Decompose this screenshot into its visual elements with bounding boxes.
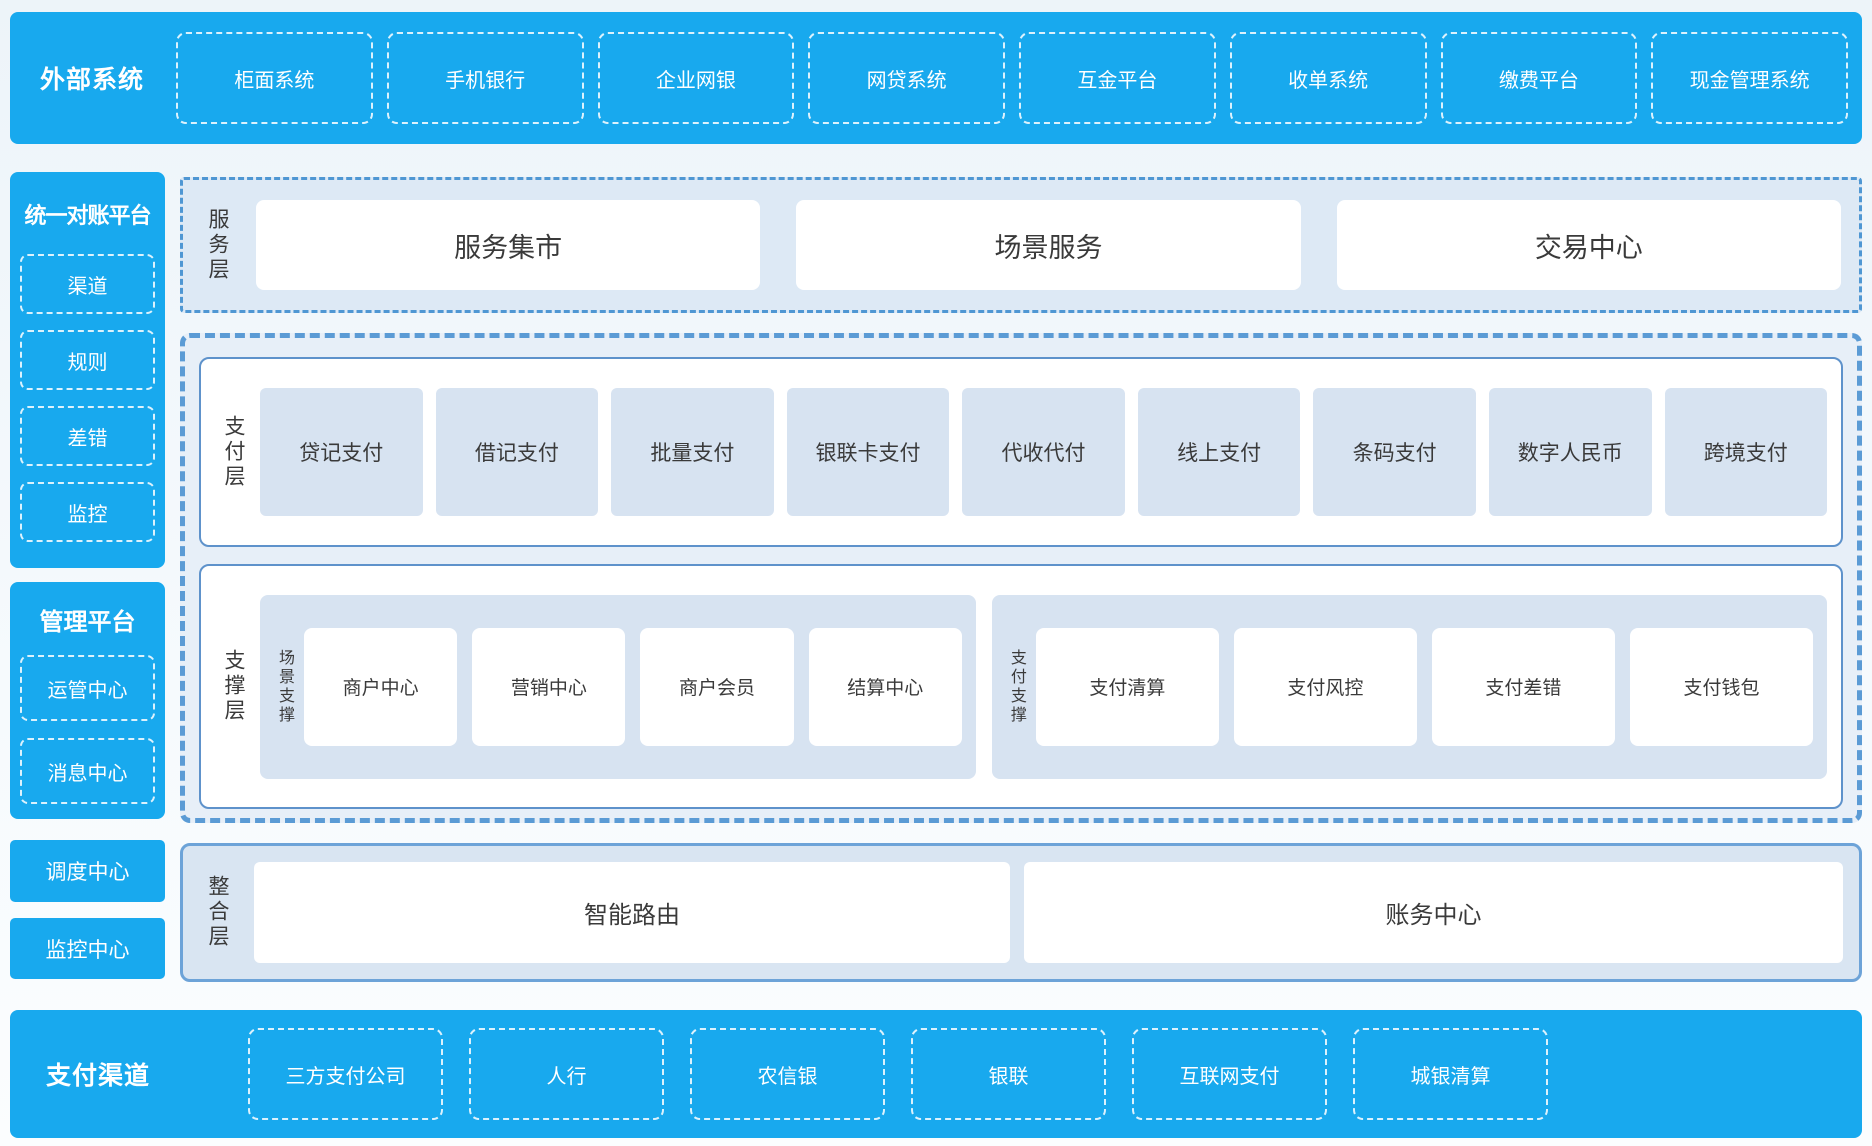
payment-layer: 支付层 贷记支付 借记支付 批量支付 银联卡支付 代收代付 线上支付 条码支付 … bbox=[199, 357, 1843, 547]
sidebar-item-box: 渠道 bbox=[20, 254, 155, 314]
integration-box: 账务中心 bbox=[1024, 862, 1843, 963]
scene-support-group: 场景支撑 商户中心 营销中心 商户会员 结算中心 bbox=[260, 594, 976, 779]
service-layer-items: 服务集市 场景服务 交易中心 bbox=[256, 200, 1841, 290]
support-box: 营销中心 bbox=[472, 627, 626, 746]
external-systems-items: 柜面系统 手机银行 企业网银 网贷系统 互金平台 收单系统 缴费平台 现金管理系… bbox=[176, 32, 1848, 124]
external-system-box: 互金平台 bbox=[1019, 32, 1216, 124]
payment-support-items: 支付清算 支付风控 支付差错 支付钱包 bbox=[1035, 627, 1813, 746]
payment-channel-box: 人行 bbox=[469, 1028, 664, 1120]
scene-support-items: 商户中心 营销中心 商户会员 结算中心 bbox=[304, 627, 962, 746]
service-box: 交易中心 bbox=[1336, 200, 1841, 290]
payment-channels-items: 三方支付公司 人行 农信银 银联 互联网支付 城银清算 bbox=[248, 1028, 1548, 1120]
payment-box: 批量支付 bbox=[611, 388, 774, 516]
reconciliation-platform-title: 统一对账平台 bbox=[24, 203, 151, 228]
management-platform-title: 管理平台 bbox=[39, 609, 136, 636]
payment-channel-box: 农信银 bbox=[690, 1028, 885, 1120]
integration-box: 智能路由 bbox=[254, 862, 1010, 963]
external-system-box: 网贷系统 bbox=[808, 32, 1005, 124]
service-layer-label: 服务层 bbox=[206, 207, 229, 283]
integration-layer-items: 智能路由 账务中心 bbox=[254, 862, 1843, 963]
payment-box: 银联卡支付 bbox=[786, 388, 950, 516]
sidebar-item-box: 消息中心 bbox=[20, 738, 155, 804]
monitor-center-box: 监控中心 bbox=[10, 918, 165, 979]
management-platform-panel: 管理平台 运管中心 消息中心 bbox=[10, 582, 165, 819]
support-box: 商户中心 bbox=[304, 627, 458, 746]
service-box: 服务集市 bbox=[256, 200, 761, 290]
external-systems-title: 外部系统 bbox=[40, 66, 145, 94]
support-layer-groups: 场景支撑 商户中心 营销中心 商户会员 结算中心 支付支撑 支付清算 支付风控 … bbox=[260, 594, 1827, 779]
sidebar-item-box: 运管中心 bbox=[20, 655, 155, 721]
payment-layer-items: 贷记支付 借记支付 批量支付 银联卡支付 代收代付 线上支付 条码支付 数字人民… bbox=[260, 388, 1828, 516]
service-layer: 服务层 服务集市 场景服务 交易中心 bbox=[180, 177, 1862, 313]
payment-channel-box: 城银清算 bbox=[1353, 1028, 1548, 1120]
reconciliation-platform-items: 渠道 规则 差错 监控 bbox=[20, 254, 155, 542]
payment-box: 条码支付 bbox=[1313, 388, 1476, 516]
management-platform-items: 运管中心 消息中心 bbox=[20, 655, 155, 804]
payment-box: 线上支付 bbox=[1137, 388, 1301, 516]
support-layer-label: 支撑层 bbox=[222, 649, 245, 724]
payment-box: 代收代付 bbox=[962, 388, 1125, 516]
support-box: 支付钱包 bbox=[1629, 627, 1813, 746]
external-system-box: 手机银行 bbox=[386, 32, 584, 124]
payment-layer-label: 支付层 bbox=[222, 414, 245, 490]
integration-layer: 整合层 智能路由 账务中心 bbox=[180, 843, 1862, 982]
payment-channels-bar: 支付渠道 三方支付公司 人行 农信银 银联 互联网支付 城银清算 bbox=[10, 1010, 1862, 1138]
external-system-box: 收单系统 bbox=[1229, 32, 1427, 124]
payment-support-label: 支付支撑 bbox=[1007, 648, 1025, 725]
integration-layer-label: 整合层 bbox=[206, 875, 229, 950]
sidebar-item-box: 监控 bbox=[20, 482, 155, 542]
payment-support-subgroup: 支付支撑 支付清算 支付风控 支付差错 支付钱包 bbox=[991, 594, 1827, 779]
support-box: 商户会员 bbox=[640, 627, 794, 746]
external-system-box: 柜面系统 bbox=[176, 32, 373, 124]
payment-channels-title: 支付渠道 bbox=[46, 1062, 151, 1090]
payment-channel-box: 互联网支付 bbox=[1132, 1028, 1327, 1120]
service-box: 场景服务 bbox=[796, 200, 1301, 290]
support-box: 支付风控 bbox=[1233, 627, 1417, 746]
support-layer: 支撑层 场景支撑 商户中心 营销中心 商户会员 结算中心 支付支撑 支付清算 支… bbox=[199, 564, 1843, 809]
sidebar-item-box: 差错 bbox=[20, 406, 155, 466]
support-box: 支付清算 bbox=[1035, 627, 1219, 746]
external-system-box: 缴费平台 bbox=[1440, 32, 1638, 124]
dispatch-center-box: 调度中心 bbox=[10, 840, 165, 902]
payment-box: 贷记支付 bbox=[260, 388, 423, 516]
payment-box: 借记支付 bbox=[435, 388, 599, 516]
payment-box: 数字人民币 bbox=[1488, 388, 1652, 516]
payment-channel-box: 银联 bbox=[911, 1028, 1106, 1120]
reconciliation-platform-panel: 统一对账平台 渠道 规则 差错 监控 bbox=[10, 172, 165, 568]
payment-box: 跨境支付 bbox=[1664, 388, 1828, 516]
external-system-box: 企业网银 bbox=[597, 32, 795, 124]
external-systems-bar: 外部系统 柜面系统 手机银行 企业网银 网贷系统 互金平台 收单系统 缴费平台 … bbox=[10, 12, 1862, 144]
support-box: 结算中心 bbox=[808, 627, 962, 746]
scene-support-label: 场景支撑 bbox=[276, 648, 293, 725]
support-box: 支付差错 bbox=[1431, 627, 1615, 746]
external-system-box: 现金管理系统 bbox=[1651, 32, 1848, 124]
payment-support-group: 支付层 贷记支付 借记支付 批量支付 银联卡支付 代收代付 线上支付 条码支付 … bbox=[180, 333, 1862, 823]
sidebar-item-box: 规则 bbox=[20, 330, 155, 390]
payment-channel-box: 三方支付公司 bbox=[248, 1028, 443, 1120]
